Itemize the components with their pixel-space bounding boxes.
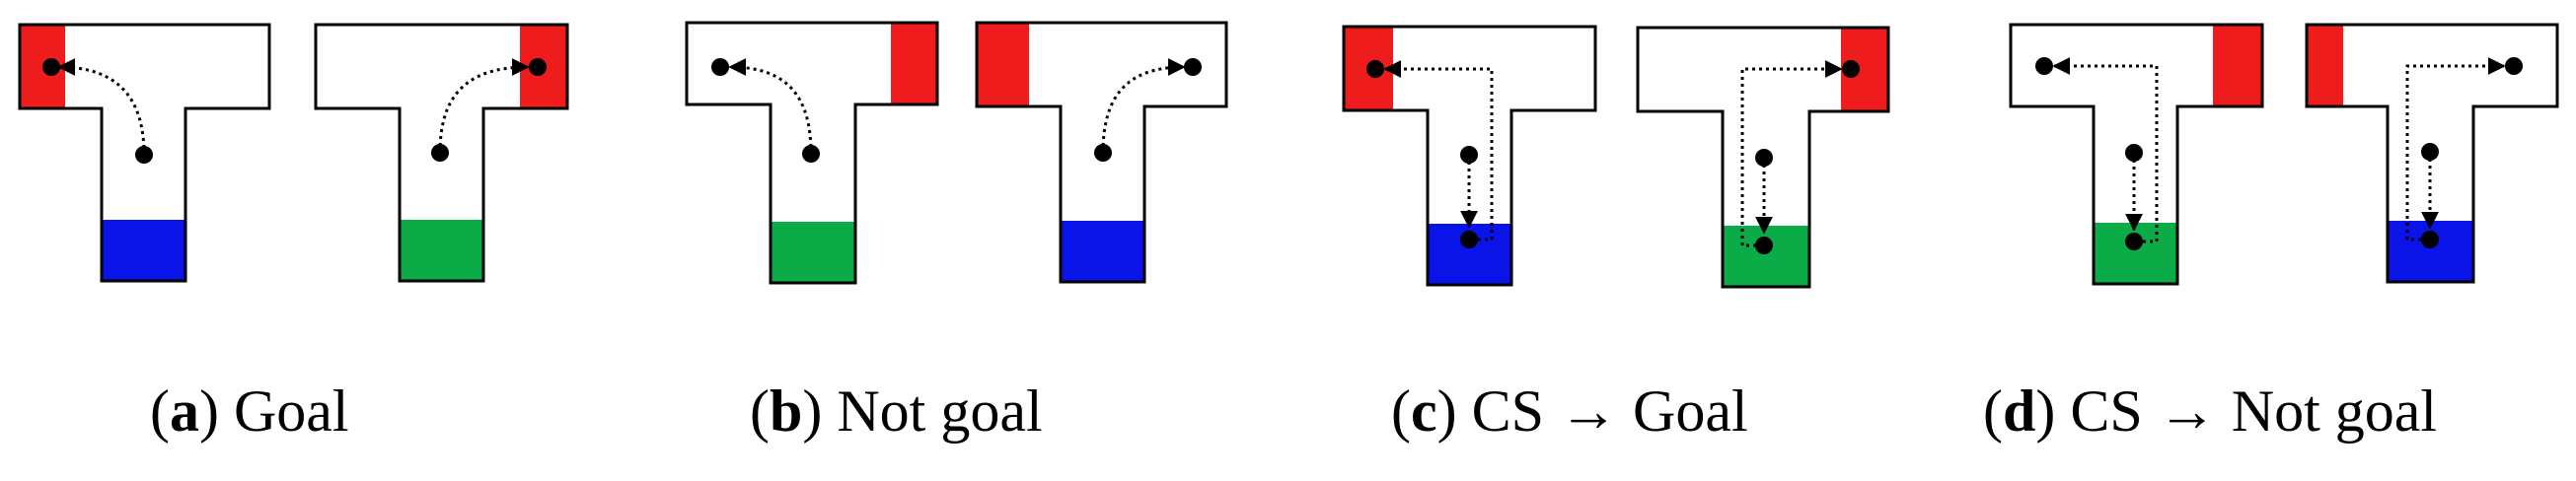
t-maze-c1	[1342, 25, 1597, 287]
t-maze-d2	[2305, 23, 2559, 284]
bottom-zone-green	[400, 220, 483, 281]
agent-bottom-dot	[1755, 237, 1773, 254]
path-return	[2052, 57, 2159, 243]
panel-b	[685, 21, 1228, 285]
agent-end-dot	[1366, 60, 1384, 78]
agent-bottom-dot	[1460, 231, 1478, 248]
agent-bottom-dot	[2125, 233, 2143, 250]
panel-d	[2009, 23, 2559, 286]
maze-outline	[975, 21, 1228, 284]
agent-end-dot	[529, 58, 547, 76]
caption-b: (b) Not goal	[750, 378, 1043, 444]
maze-outline	[2009, 23, 2264, 286]
bottom-zone-green	[771, 222, 855, 283]
path-arrow	[728, 58, 813, 155]
bottom-zone-green	[1723, 226, 1809, 287]
agent-end-dot	[2035, 57, 2053, 75]
agent-start-dot	[2125, 144, 2143, 162]
cue-left-red	[977, 23, 1029, 106]
agent-start-dot	[431, 144, 449, 162]
t-maze-a2	[314, 23, 569, 283]
path-return	[1740, 60, 1843, 247]
agent-start-dot	[1755, 149, 1773, 167]
maze-outline	[314, 23, 569, 283]
agent-end-dot	[1184, 58, 1202, 76]
agent-start-dot	[1094, 144, 1112, 162]
agent-start-dot	[135, 146, 153, 164]
maze-outline	[685, 21, 939, 285]
maze-outline	[2305, 23, 2559, 284]
maze-outline	[18, 23, 271, 283]
t-maze-a1	[18, 23, 271, 283]
agent-start-dot	[1460, 146, 1478, 164]
t-maze-b2	[975, 21, 1228, 284]
agent-start-dot	[802, 145, 820, 163]
t-maze-d1	[2009, 23, 2264, 286]
bottom-zone-blue	[1061, 221, 1144, 282]
agent-end-dot	[711, 58, 729, 76]
path-return	[1383, 60, 1494, 241]
maze-outline	[1342, 25, 1597, 287]
caption-d: (d) CS → Not goal	[1983, 378, 2437, 444]
cue-left-red	[2307, 25, 2343, 106]
caption-c: (c) CS → Goal	[1391, 378, 1748, 444]
panel-c	[1342, 25, 1890, 289]
agent-bottom-dot	[2421, 231, 2439, 248]
agent-end-dot	[42, 58, 60, 76]
agent-end-dot	[1842, 60, 1860, 78]
agent-start-dot	[2421, 143, 2439, 161]
caption-a: (a) Goal	[150, 378, 349, 444]
cue-right-red	[2213, 25, 2262, 106]
panel-a	[18, 23, 569, 283]
t-maze-c2	[1636, 26, 1890, 289]
bottom-zone-blue	[102, 220, 185, 281]
path-return	[2405, 57, 2506, 241]
t-maze-b1	[685, 21, 939, 285]
agent-end-dot	[2505, 57, 2523, 75]
path-arrow	[57, 58, 146, 156]
cue-right-red	[891, 23, 937, 104]
maze-outline	[1636, 26, 1890, 289]
